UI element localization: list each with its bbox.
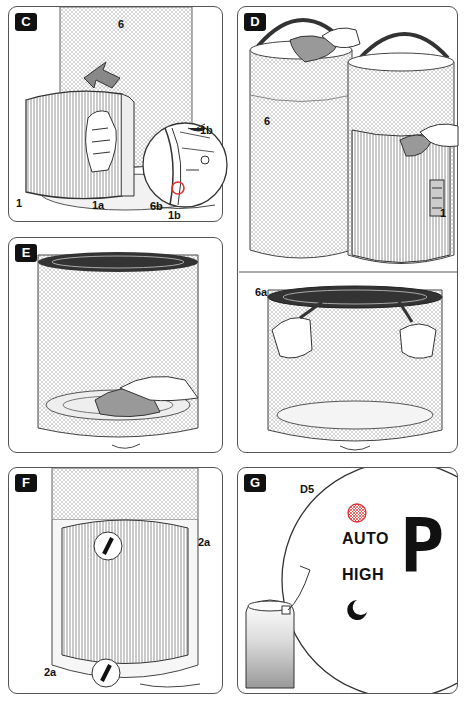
display-zoom bbox=[348, 504, 366, 522]
callout-number: 1 bbox=[440, 207, 446, 219]
interior-brush bbox=[283, 290, 427, 304]
interior-brush bbox=[268, 286, 442, 450]
interior-cloth bbox=[38, 255, 198, 437]
tower-filter bbox=[52, 468, 198, 520]
display-zoom bbox=[347, 600, 367, 620]
tower-filter bbox=[102, 665, 110, 681]
display-zoom bbox=[246, 600, 294, 688]
interior-cloth bbox=[38, 252, 198, 272]
cylinder-part-1 bbox=[420, 124, 458, 147]
interior-brush bbox=[268, 290, 442, 441]
tower-filter bbox=[92, 659, 120, 687]
interior-brush bbox=[272, 318, 312, 358]
interior-cloth bbox=[52, 256, 184, 268]
callout-number: 6a bbox=[255, 286, 267, 298]
tower-filter bbox=[52, 468, 200, 687]
display-digit: P bbox=[400, 508, 445, 582]
step-letter: F bbox=[15, 474, 37, 492]
tower-filter bbox=[62, 520, 188, 664]
callout-number: 6 bbox=[118, 18, 124, 30]
zoom-detail bbox=[165, 128, 173, 205]
tower-with-cover bbox=[122, 94, 134, 196]
callout-number: 6 bbox=[264, 115, 270, 127]
cylinder-part-1 bbox=[348, 53, 454, 71]
callout-number: 1b bbox=[200, 124, 213, 136]
callout-number: 1a bbox=[92, 199, 104, 211]
display-zoom bbox=[282, 606, 290, 614]
callout-number: 6b bbox=[150, 200, 163, 212]
zoom-detail bbox=[201, 156, 209, 164]
callout-number: 1b bbox=[168, 209, 181, 221]
divider bbox=[239, 271, 457, 272]
step-letter: D bbox=[244, 13, 266, 31]
callout-number: 1 bbox=[16, 197, 22, 209]
interior-brush bbox=[400, 324, 436, 358]
tower-with-cover bbox=[92, 128, 110, 154]
step-letter: G bbox=[244, 474, 266, 492]
interior-brush bbox=[300, 302, 322, 318]
interior-brush bbox=[268, 286, 442, 308]
tower-filter bbox=[52, 520, 198, 678]
mode-label: HIGH bbox=[342, 566, 384, 584]
callout-number: D5 bbox=[300, 483, 314, 495]
step-letter: C bbox=[15, 13, 37, 31]
callout-number: 2a bbox=[198, 536, 210, 548]
zoom-detail bbox=[172, 182, 184, 194]
tower-filter bbox=[94, 532, 122, 560]
zoom-detail bbox=[143, 123, 227, 207]
cylinder-part-6 bbox=[250, 50, 352, 258]
tower-filter bbox=[104, 538, 112, 554]
interior-brush bbox=[277, 401, 433, 429]
step-letter: E bbox=[15, 244, 37, 262]
callout-number: 2a bbox=[44, 666, 56, 678]
interior-cloth bbox=[38, 252, 198, 448]
cylinder-part-1 bbox=[348, 34, 458, 264]
cylinder-part-1 bbox=[348, 62, 454, 264]
interior-cloth bbox=[120, 376, 198, 400]
display-zoom bbox=[288, 566, 310, 610]
cylinder-part-1 bbox=[432, 188, 442, 208]
mode-label: AUTO bbox=[342, 530, 389, 548]
zoom-detail bbox=[143, 123, 227, 207]
cylinder-part-6 bbox=[250, 95, 352, 102]
cylinder-part-1 bbox=[352, 130, 450, 263]
tower-with-cover bbox=[26, 91, 122, 199]
tower-with-cover bbox=[84, 62, 120, 88]
cylinder-part-6 bbox=[250, 20, 360, 258]
interior-brush bbox=[398, 300, 412, 322]
tower-with-cover bbox=[86, 111, 117, 172]
